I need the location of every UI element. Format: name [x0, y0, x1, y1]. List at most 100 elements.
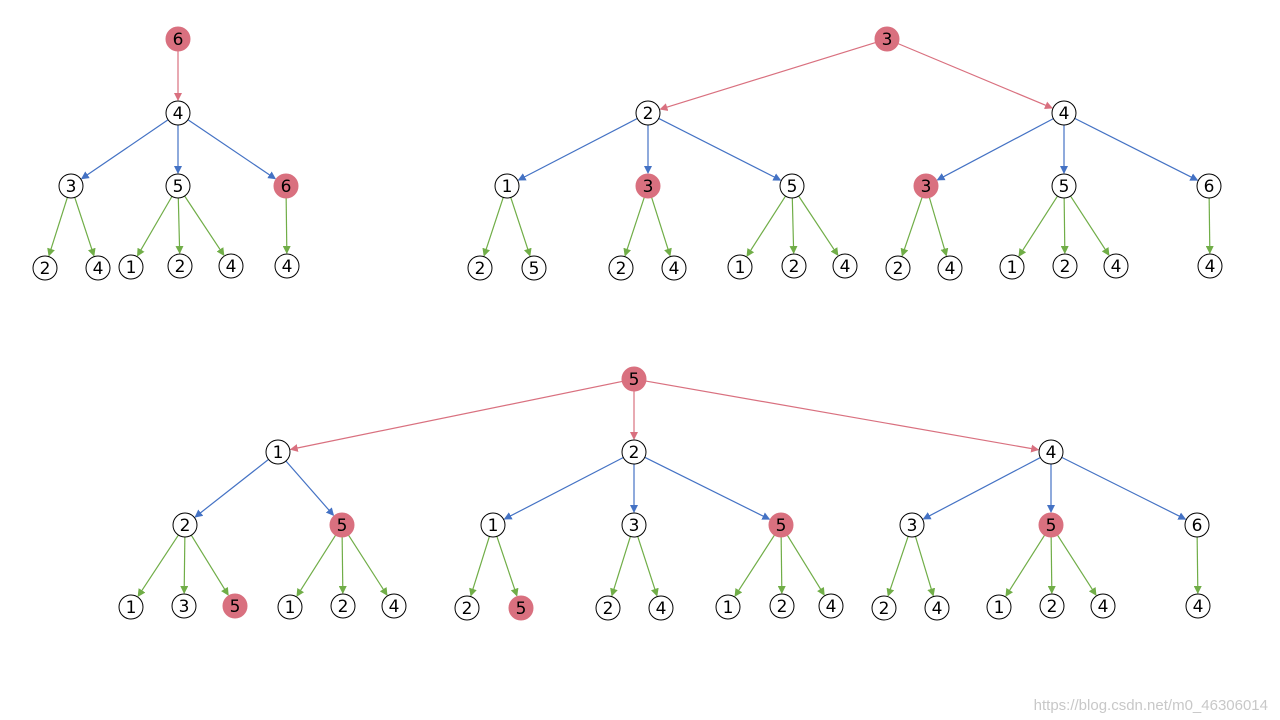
node-b14: 2 [781, 253, 807, 279]
edge-b2-b6 [936, 118, 1054, 181]
node-c29: 4 [1090, 593, 1116, 619]
node-circle [1090, 593, 1116, 619]
edge-c6-c18 [469, 536, 490, 597]
node-label: 4 [840, 257, 851, 277]
node-label: 3 [882, 30, 893, 50]
node-c13: 3 [171, 593, 197, 619]
node-label: 2 [462, 599, 473, 619]
node-circle [648, 595, 674, 621]
edge-b7-b19 [1060, 197, 1069, 255]
edge-c8-c23 [777, 536, 786, 595]
node-label: 2 [175, 257, 186, 277]
edge-a3-a8 [175, 197, 184, 255]
node-b19: 2 [1052, 253, 1078, 279]
node-c22: 1 [715, 594, 741, 620]
node-label: 4 [656, 599, 667, 619]
edge-c7-c21 [637, 536, 659, 597]
node-circle [480, 512, 506, 538]
node-b16: 2 [885, 255, 911, 281]
node-label: 4 [1046, 443, 1057, 463]
node-label: 4 [226, 257, 237, 277]
node-a4: 6 [273, 173, 299, 199]
node-circle [621, 439, 647, 465]
edge-c2-c6 [503, 456, 624, 520]
node-c28: 2 [1039, 593, 1065, 619]
edge-c10-c28 [1047, 536, 1056, 595]
edge-c4-c12 [137, 534, 179, 597]
edge-b5-b14 [789, 197, 798, 255]
node-circle [1038, 512, 1064, 538]
node-circle [899, 512, 925, 538]
node-label: 4 [1205, 257, 1216, 277]
node-b8: 6 [1196, 173, 1222, 199]
node-label: 4 [1059, 104, 1070, 124]
node-b15: 4 [832, 253, 858, 279]
node-label: 4 [932, 599, 943, 619]
node-circle [1197, 253, 1223, 279]
node-circle [924, 595, 950, 621]
edge-b1-b3 [517, 117, 638, 181]
node-circle [171, 593, 197, 619]
node-label: 1 [502, 177, 513, 197]
node-b6: 3 [913, 173, 939, 199]
node-circle [381, 593, 407, 619]
edges-layer [47, 41, 1214, 597]
node-b20: 4 [1103, 253, 1129, 279]
node-label: 4 [1111, 257, 1122, 277]
edge-a2-a6 [74, 197, 96, 257]
node-circle [913, 173, 939, 199]
node-b10: 5 [521, 255, 547, 281]
edge-b0-b2 [897, 43, 1053, 109]
edge-b2-b8 [1074, 117, 1199, 181]
edge-b0-b1 [659, 41, 876, 111]
node-circle [608, 255, 634, 281]
edge-a1-a4 [187, 119, 277, 180]
node-circle [454, 595, 480, 621]
node-label: 1 [285, 598, 296, 618]
node-circle [768, 512, 794, 538]
edge-b4-b11 [623, 197, 645, 257]
edge-a3-a9 [184, 195, 225, 256]
node-b17: 4 [937, 255, 963, 281]
node-circle [937, 255, 963, 281]
edge-c6-c19 [496, 536, 519, 597]
edge-a1-a2 [80, 119, 169, 180]
node-circle [167, 253, 193, 279]
node-label: 6 [1204, 177, 1215, 197]
node-c30: 4 [1185, 593, 1211, 619]
node-label: 2 [893, 259, 904, 279]
node-circle [172, 512, 198, 538]
node-circle [635, 173, 661, 199]
node-circle [274, 253, 300, 279]
node-circle [329, 512, 355, 538]
node-c24: 4 [818, 593, 844, 619]
node-label: 1 [1007, 258, 1018, 278]
node-label: 2 [40, 259, 51, 279]
edge-a3-a7 [137, 196, 173, 257]
node-c17: 4 [381, 593, 407, 619]
node-c8: 5 [768, 512, 794, 538]
node-a1: 4 [165, 100, 191, 126]
node-b3: 1 [494, 173, 520, 199]
node-label: 2 [629, 443, 640, 463]
node-circle [1196, 173, 1222, 199]
node-label: 2 [643, 104, 654, 124]
edge-c1-c4 [194, 458, 269, 518]
node-label: 2 [603, 599, 614, 619]
node-circle [661, 255, 687, 281]
node-circle [165, 173, 191, 199]
node-c3: 4 [1038, 439, 1064, 465]
node-c19: 5 [508, 595, 534, 621]
node-circle [277, 594, 303, 620]
node-c16: 2 [330, 593, 356, 619]
node-circle [1038, 439, 1064, 465]
node-circle [1051, 100, 1077, 126]
node-circle [265, 439, 291, 465]
node-label: 1 [994, 598, 1005, 618]
node-circle [494, 173, 520, 199]
edge-b7-b20 [1070, 195, 1110, 256]
node-a10: 4 [274, 253, 300, 279]
edge-c11-c30 [1193, 536, 1202, 595]
node-label: 5 [173, 177, 184, 197]
node-b1: 2 [635, 100, 661, 126]
